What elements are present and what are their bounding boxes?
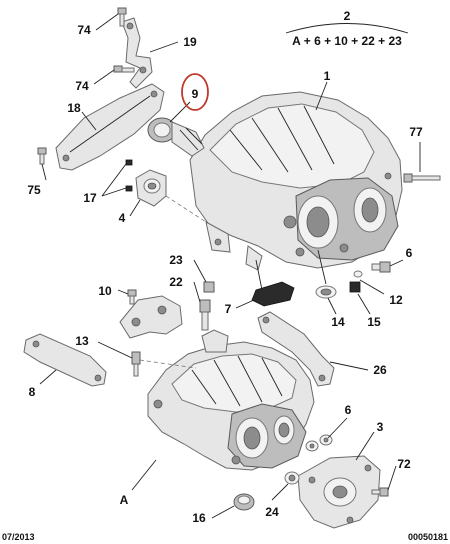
plug-23	[203, 281, 215, 293]
ring-14	[315, 285, 337, 299]
label-18: 18	[67, 101, 81, 115]
bolt-72	[371, 487, 389, 497]
label-74-lower: 74	[75, 79, 89, 93]
rail-8	[23, 333, 107, 387]
end-cover-3	[297, 455, 381, 529]
leader-lines	[39, 13, 421, 519]
upper-gearbox-housing	[189, 91, 403, 271]
group-2-formula: 2 A + 6 + 10 + 22 + 23	[285, 9, 409, 48]
label-15: 15	[367, 315, 381, 329]
cover-plate-18	[55, 83, 165, 171]
bracket-19	[121, 17, 153, 89]
bolt-77	[403, 173, 441, 183]
label-4: 4	[119, 211, 126, 225]
label-23: 23	[169, 253, 183, 267]
group-number: 2	[344, 9, 351, 23]
sensor-13	[131, 351, 141, 377]
label-3: 3	[377, 420, 384, 434]
label-72: 72	[397, 457, 411, 471]
label-26: 26	[373, 363, 387, 377]
label-74-upper: 74	[77, 23, 91, 37]
label-8: 8	[29, 385, 36, 399]
label-1: 1	[324, 69, 331, 83]
label-16: 16	[192, 511, 206, 525]
label-9: 9	[192, 87, 199, 101]
formula-brace	[285, 23, 409, 34]
switch-22	[199, 299, 211, 331]
label-10: 10	[98, 284, 112, 298]
label-22: 22	[169, 275, 183, 289]
sensor-housing-4	[135, 169, 167, 207]
footer-reference: 00050181	[408, 532, 448, 542]
label-24: 24	[265, 505, 279, 519]
seal-12	[353, 270, 363, 278]
label-14: 14	[331, 315, 345, 329]
highlight-circle-9	[181, 73, 209, 111]
label-75: 75	[27, 183, 41, 197]
shift-unit-9	[147, 117, 205, 157]
label-A: A	[120, 493, 129, 507]
group-formula: A + 6 + 10 + 22 + 23	[292, 34, 402, 48]
lower-gearbox-casing	[147, 329, 315, 471]
label-12: 12	[389, 293, 403, 307]
plug-15	[349, 281, 361, 293]
cap-16	[233, 493, 255, 511]
part-labels: 1 3 4 6 6 7 8 9 10 12 13 14 15 16 17 18 …	[27, 23, 423, 525]
bolt-75	[37, 147, 47, 165]
bolts-17	[125, 159, 133, 192]
pad-7	[251, 281, 295, 307]
label-6-upper: 6	[406, 246, 413, 260]
footer-date: 07/2013	[2, 532, 35, 542]
bracket-26	[257, 311, 335, 387]
label-7: 7	[225, 302, 232, 316]
label-6-lower: 6	[345, 403, 352, 417]
label-19: 19	[183, 35, 197, 49]
bolt-74-lower	[113, 65, 135, 73]
label-77: 77	[409, 125, 423, 139]
bracket-10	[119, 289, 183, 339]
label-13: 13	[75, 334, 89, 348]
seal-24	[284, 471, 300, 485]
bolt-74-upper	[117, 7, 127, 27]
plug-6-upper	[371, 261, 391, 273]
label-17: 17	[83, 191, 97, 205]
washers-6-lower	[305, 434, 333, 452]
